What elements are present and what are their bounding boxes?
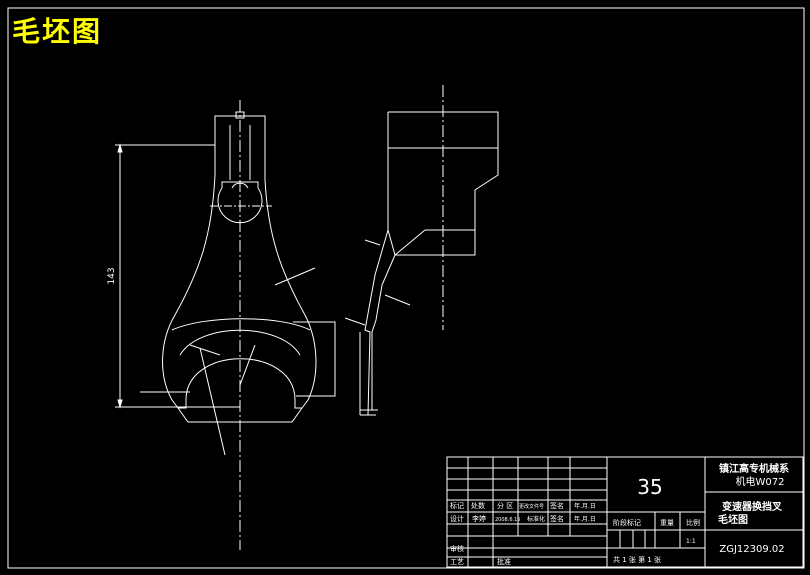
cell-ratio: 比例 (686, 518, 700, 527)
cell-weight: 重量 (660, 519, 674, 527)
side-view (344, 85, 499, 416)
cell-designer: 李婷 (472, 514, 486, 523)
height-dimension (115, 143, 240, 409)
cell-signature: 签名 (550, 501, 564, 510)
cell-process: 工艺 (450, 558, 464, 566)
cell-date: 年.月.日 (574, 502, 596, 510)
cell-zone: 分 区 (497, 501, 513, 510)
material-label: 35 (637, 475, 662, 499)
page-heading: 毛坯图 (12, 15, 103, 48)
part-name: 变速器换挡叉 (722, 500, 783, 513)
school-name: 镇江高专机械系 (719, 462, 789, 475)
sheet-info: 共 1 张 第 1 张 (613, 555, 661, 564)
title-block-text: 标记 处数 分 区 更改文件号 签名 年.月.日 设计 李婷 2008.6.15… (450, 462, 789, 566)
cell-approve: 批准 (497, 557, 511, 566)
cell-review: 审核 (450, 544, 464, 553)
class-code: 机电W072 (736, 475, 785, 488)
drawing-type: 毛坯图 (718, 513, 748, 526)
cell-stage-mark: 阶段标记 (613, 518, 641, 527)
cell-count: 处数 (471, 501, 485, 510)
cell-std-signature: 签名 (550, 514, 564, 523)
cell-mark: 标记 (450, 501, 464, 510)
front-view (140, 100, 336, 550)
cell-standardize: 标准化 (527, 515, 545, 523)
height-dimension-label: 143 (107, 267, 117, 284)
cell-design: 设计 (450, 514, 464, 523)
drawing-number: ZGJ12309.02 (719, 544, 784, 555)
title-block (446, 456, 804, 568)
drawing-border (7, 7, 805, 569)
cell-design-date: 2008.6.15 (495, 517, 520, 523)
scale-value: 1:1 (686, 538, 696, 545)
cell-change-doc: 更改文件号 (519, 503, 544, 510)
cell-std-date: 年.月.日 (574, 515, 596, 523)
